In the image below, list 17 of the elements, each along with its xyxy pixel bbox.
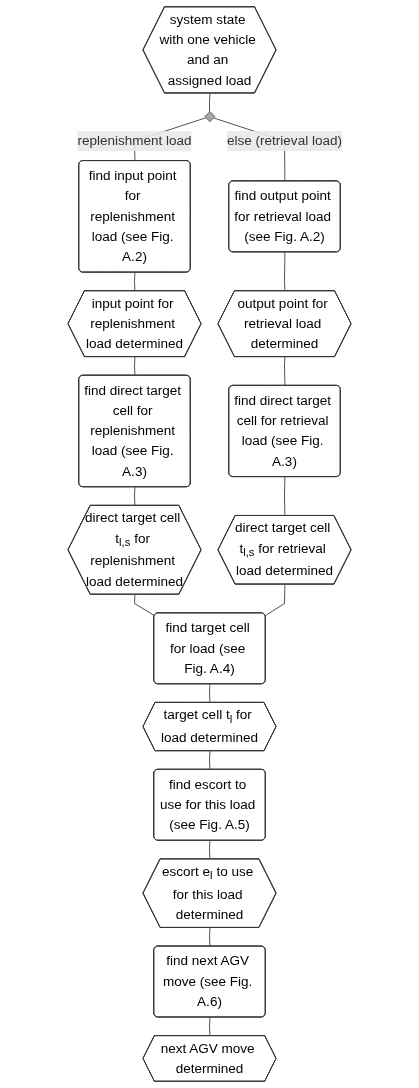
connector (284, 476, 286, 517)
edge-label: else (retrieval load) (227, 133, 342, 148)
node-diamond (204, 111, 216, 123)
connector (209, 1017, 211, 1037)
connector (134, 272, 136, 292)
connector (134, 356, 136, 377)
connector (284, 356, 286, 387)
connector (134, 594, 155, 617)
connector (209, 840, 211, 860)
connector (209, 750, 211, 771)
connector (209, 92, 211, 112)
connector (209, 683, 211, 704)
edge-label: replenishment load (77, 133, 192, 148)
connector (209, 927, 211, 947)
connector (134, 486, 136, 507)
connector (264, 584, 286, 617)
connector (284, 251, 286, 292)
